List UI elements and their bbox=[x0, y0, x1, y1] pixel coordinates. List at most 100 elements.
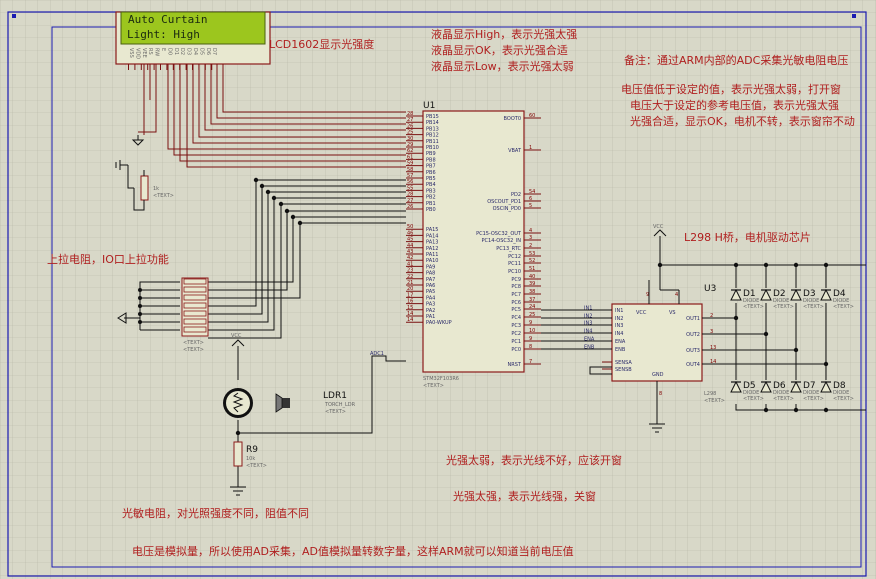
diode-ref: D7 bbox=[803, 381, 816, 391]
mcu-pin-num: 21 bbox=[407, 280, 413, 286]
driver-net-label: IN1 bbox=[584, 306, 592, 312]
pullup-note: 上拉电阻，IO口上拉功能 bbox=[47, 252, 169, 266]
mcu-pin-name: PC15-OSC32_OUT bbox=[476, 231, 522, 237]
mcu-pin-name: PB13 bbox=[426, 126, 439, 132]
driver-out-num: 2 bbox=[710, 313, 713, 319]
mcu-pin-num: 30 bbox=[407, 136, 413, 142]
driver-out-name: OUT4 bbox=[686, 362, 700, 368]
mcu-pin-name: PC12 bbox=[508, 254, 521, 260]
mcu-pin-name: PC9 bbox=[511, 277, 521, 283]
mcu-pin-num: 43 bbox=[407, 249, 413, 255]
mcu-pin-num: 3 bbox=[529, 235, 532, 241]
driver-pin-name: ENB bbox=[615, 347, 626, 353]
remark-line-3: 电压大于设定的参考电压值，表示光强太强 bbox=[630, 98, 839, 112]
mcu-pin-name: PB10 bbox=[426, 145, 439, 151]
diode-ref: D5 bbox=[743, 381, 756, 391]
svg-text:GND: GND bbox=[652, 372, 664, 378]
mcu-pin-num: 7 bbox=[529, 359, 532, 365]
ldr-text: <TEXT> bbox=[325, 409, 346, 415]
mcu-pin-num: 26 bbox=[407, 204, 413, 210]
mcu-pin-name: PB1 bbox=[426, 201, 436, 207]
remark-line-2: 电压值低于设定的值，表示光强太弱，打开窗 bbox=[621, 82, 841, 96]
mcu-pin-num: 42 bbox=[407, 255, 413, 261]
lcd-state-notes: 液晶显示High，表示光强太强 液晶显示OK，表示光强合适 液晶显示Low，表示… bbox=[431, 27, 577, 73]
mcu-pin-name: PB2 bbox=[426, 195, 436, 201]
mcu-pin-num: 37 bbox=[529, 297, 535, 303]
sheet-inner-border bbox=[51, 26, 862, 568]
lcd-line-1: Auto Curtain bbox=[128, 13, 207, 26]
lcd-pin-label: D4 bbox=[192, 48, 198, 55]
adc-net-label: ADC1 bbox=[370, 351, 384, 357]
mcu-pin-num: 9 bbox=[529, 320, 532, 326]
mcu-pin-num: 56 bbox=[407, 179, 413, 185]
driver-out-name: OUT2 bbox=[686, 332, 700, 338]
mcu-pin-num: 8 bbox=[529, 344, 532, 350]
mcu-pin-num: 14 bbox=[407, 311, 413, 317]
diode-type: DIODE bbox=[833, 390, 849, 396]
mcu-pin-num: 52 bbox=[529, 258, 535, 264]
diode-symbol bbox=[730, 288, 742, 301]
mcu-pin-num: 29 bbox=[407, 142, 413, 148]
mcu-pin-num: 59 bbox=[407, 161, 413, 167]
diode-type: DIODE bbox=[743, 298, 759, 304]
diode-symbol bbox=[760, 380, 772, 393]
mcu-pin-num: 57 bbox=[407, 173, 413, 179]
mcu-pin-num: 16 bbox=[407, 299, 413, 305]
diode-type: DIODE bbox=[773, 298, 789, 304]
mcu-pin-name: PA13 bbox=[426, 240, 438, 246]
diode-text: <TEXT> bbox=[743, 396, 764, 402]
resistor-r9[interactable] bbox=[233, 441, 243, 467]
driver-net-label: IN3 bbox=[584, 321, 592, 327]
mcu-pin-name: PC5 bbox=[511, 307, 521, 313]
svg-text:VCC: VCC bbox=[653, 224, 664, 230]
mcu-pin-num: 50 bbox=[407, 224, 413, 230]
driver-net-label: IN2 bbox=[584, 314, 592, 320]
mcu-pin-num: 41 bbox=[407, 261, 413, 267]
lcd-pin-label: VEE bbox=[141, 48, 147, 58]
mcu-pin-num: 28 bbox=[407, 192, 413, 198]
mcu-left-pins: PB1528PB1427PB1326PB1225PB1130PB1029PB96… bbox=[406, 111, 452, 326]
diode-symbol bbox=[760, 288, 772, 301]
ldr-sensor[interactable] bbox=[223, 388, 290, 418]
resistor-pack[interactable]: <TEXT> <TEXT> bbox=[181, 277, 209, 353]
r9-text: <TEXT> bbox=[246, 463, 267, 469]
diode-type: DIODE bbox=[803, 390, 819, 396]
stm32-mcu[interactable]: U1 STM32F103R6 <TEXT> PB1528PB1427PB1326… bbox=[406, 101, 541, 389]
diode-symbol bbox=[730, 380, 742, 393]
mcu-pin-name: PB11 bbox=[426, 139, 439, 145]
mcu-pin-name: PA7 bbox=[426, 277, 435, 283]
mcu-pin-name: PD2 bbox=[511, 192, 521, 198]
mcu-pin-num: 5 bbox=[529, 203, 532, 209]
mcu-pin-name: PA14 bbox=[426, 233, 438, 239]
mcu-pin-num: 14 bbox=[407, 317, 413, 323]
svg-text:9: 9 bbox=[646, 292, 649, 298]
diode-ref: D4 bbox=[833, 289, 846, 299]
driver-net-label: ENA bbox=[584, 337, 595, 343]
mcu-pin-name: PB6 bbox=[426, 170, 436, 176]
mcu-pin-num: 17 bbox=[407, 292, 413, 298]
mcu-pin-name: PC13_RTC bbox=[496, 246, 521, 252]
mcu-pin-name: PA6 bbox=[426, 283, 435, 289]
potentiometer[interactable] bbox=[115, 135, 149, 211]
lcd-pin-label: D5 bbox=[198, 48, 204, 55]
mcu-pin-num: 27 bbox=[407, 117, 413, 123]
mcu-pin-name: PC2 bbox=[511, 331, 521, 337]
l298-driver[interactable]: U3 L298 <TEXT> VCC VS 9 4 GND 8 IN1IN2IN… bbox=[584, 284, 725, 404]
ldr-note: 光敏电阻，对光照强度不同，阻值不同 bbox=[122, 506, 309, 520]
mcu-pin-name: PA0-WKUP bbox=[426, 320, 452, 326]
junctions bbox=[138, 177, 303, 324]
flyback-diodes: D1DIODE<TEXT>D2DIODE<TEXT>D3DIODE<TEXT>D… bbox=[730, 288, 854, 402]
lcd-line-2: Light: High bbox=[127, 28, 200, 41]
lcd-pin-label: D1 bbox=[173, 48, 179, 55]
mcu-pin-name: PA12 bbox=[426, 246, 438, 252]
diode-type: DIODE bbox=[743, 390, 759, 396]
ldr-part: TORCH_LDR bbox=[324, 402, 356, 408]
mcu-pin-num: 55 bbox=[407, 185, 413, 191]
diode-type: DIODE bbox=[833, 298, 849, 304]
mcu-pin-name: PB12 bbox=[426, 133, 439, 139]
diode-ref: D2 bbox=[773, 289, 786, 299]
driver-out-num: 13 bbox=[710, 345, 716, 351]
